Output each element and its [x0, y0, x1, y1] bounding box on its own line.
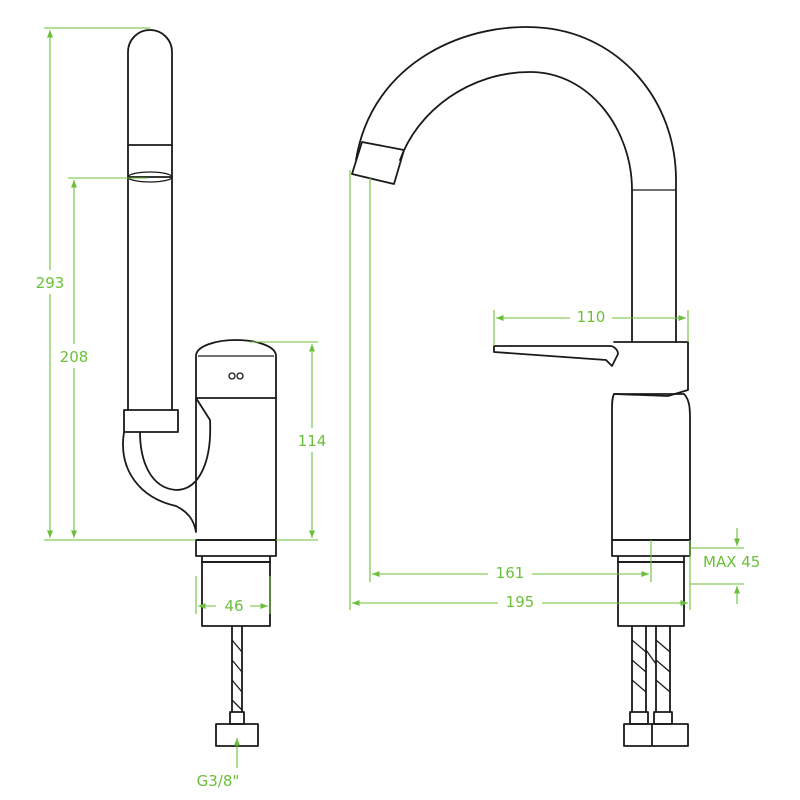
dim-114-extension	[250, 341, 318, 541]
side-main-body	[195, 397, 277, 541]
side-screw-dot	[236, 372, 244, 380]
side-hose-nut	[215, 723, 259, 747]
dim-114-label: 114	[298, 432, 327, 450]
front-supply-hose-right	[655, 625, 671, 713]
side-view	[122, 29, 277, 747]
side-base-ring	[195, 539, 277, 563]
dim-161-bg	[488, 562, 532, 584]
dim-114-bg	[290, 428, 334, 452]
dim-208-bg	[52, 344, 96, 368]
side-hose-fitting	[229, 711, 245, 725]
front-hose-pattern	[631, 639, 671, 693]
front-dimensions: 110 161 195 MAX 45	[349, 170, 760, 613]
dim-293-extension	[44, 27, 196, 541]
dim-46-extension	[195, 576, 271, 614]
dim-110-extension	[493, 310, 689, 346]
front-hose-nuts	[623, 723, 689, 747]
dim-161-label: 161	[496, 564, 525, 582]
dim-161-extension	[369, 178, 652, 582]
dim-max45-label: MAX 45	[703, 553, 760, 571]
front-main-body	[611, 393, 691, 541]
dim-46-bg	[216, 596, 250, 616]
side-spout-ring-ellipse	[127, 171, 173, 183]
front-supply-hose-left	[631, 625, 647, 713]
side-supply-hose	[231, 625, 243, 713]
side-hose-pattern	[231, 639, 243, 711]
side-spout-collar	[123, 409, 179, 433]
dim-46-label: 46	[224, 597, 243, 615]
front-view	[351, 26, 691, 747]
side-body-bulge	[122, 397, 212, 533]
side-lever-cap	[195, 339, 277, 399]
dim-max45-extension	[690, 547, 744, 585]
dim-thread-label: G3/8"	[197, 772, 240, 790]
dim-293-label: 293	[36, 274, 65, 292]
side-spout-tube	[127, 29, 173, 411]
front-lever-handle	[493, 345, 619, 367]
dim-195-bg	[498, 591, 542, 613]
dim-208-label: 208	[60, 348, 89, 366]
dim-110-label: 110	[577, 308, 606, 326]
dim-293-bg	[28, 270, 72, 294]
dim-195-extension	[349, 170, 691, 610]
side-mounting-shank	[201, 561, 271, 627]
side-spout-ring	[127, 144, 173, 178]
dim-110-bg	[570, 306, 612, 328]
front-body-top	[613, 341, 689, 397]
front-hose-fittings	[629, 711, 673, 725]
front-gooseneck-spout	[355, 26, 677, 343]
dim-195-label: 195	[506, 593, 535, 611]
front-aerator	[351, 141, 405, 185]
side-dimensions: 293 208 114 46 G3/8"	[28, 27, 334, 790]
side-screw-dot	[228, 372, 236, 380]
